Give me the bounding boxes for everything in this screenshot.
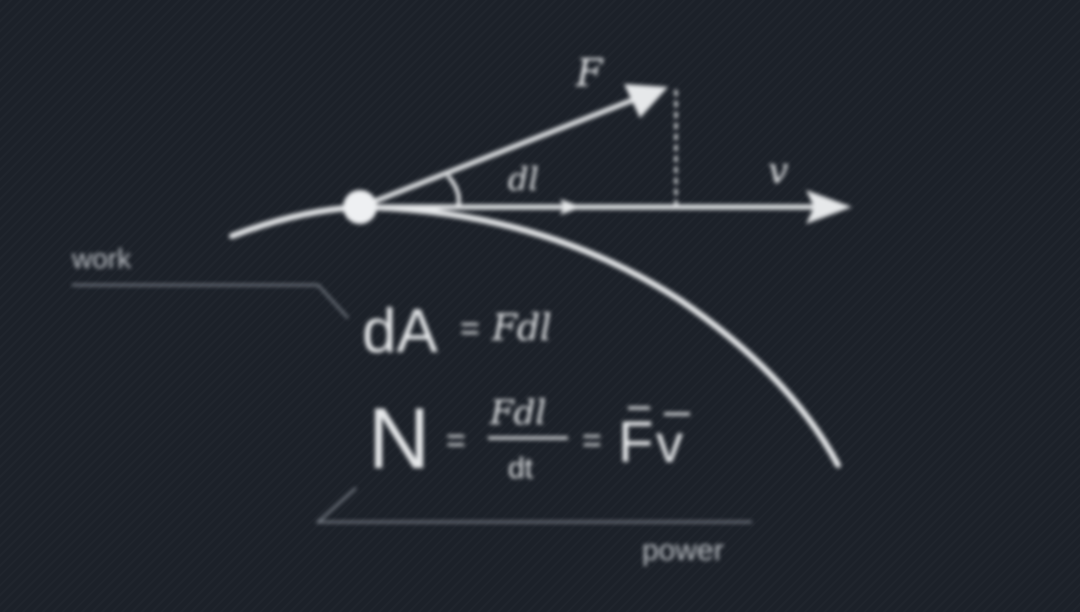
work-formula-lhs: dA (362, 297, 438, 366)
trajectory-curve (229, 203, 841, 468)
displacement-arrowhead (560, 199, 582, 215)
power-formula-lhs: N (368, 391, 430, 487)
work-guide-line (72, 284, 349, 319)
angle-arc (446, 174, 461, 208)
power-formula-eq2: = (582, 422, 602, 460)
force-vector-line (359, 95, 639, 210)
work-formula-rhs: Fdl (491, 308, 552, 349)
velocity-label: v (768, 151, 788, 192)
velocity-arrowhead (806, 190, 852, 224)
displacement-label: dl (508, 160, 539, 198)
power-formula-eq1: = (446, 422, 466, 460)
body-point (343, 190, 377, 224)
power-label: power (642, 534, 724, 567)
work-label: work (71, 243, 132, 274)
work-formula-eq: = (460, 310, 480, 348)
power-formula-v: v (656, 414, 683, 474)
power-formula-denominator: dt (508, 452, 534, 485)
power-guide-line (315, 487, 752, 523)
force-label: F (575, 51, 604, 95)
force-arrowhead (624, 84, 668, 118)
power-formula-f: F (618, 410, 653, 475)
power-formula-numerator: Fdl (489, 393, 546, 433)
